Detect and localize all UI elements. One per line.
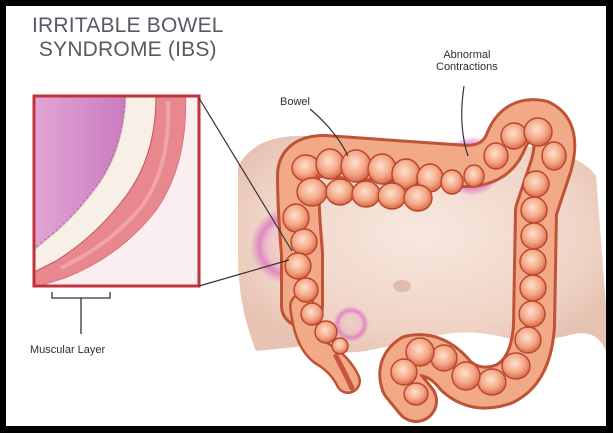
spasm-glow-sigmoid [333, 306, 369, 342]
diagram-canvas: IRRITABLE BOWEL SYNDROME (IBS) Bowel Abn… [6, 6, 606, 426]
diagram-title: IRRITABLE BOWEL SYNDROME (IBS) [32, 14, 224, 62]
ibs-illustration [6, 6, 606, 426]
title-line-2: SYNDROME (IBS) [32, 38, 224, 62]
bowel-label: Bowel [280, 96, 310, 108]
wall-inset [34, 96, 199, 288]
navel [393, 280, 411, 292]
abnormal-contractions-label: Abnormal Contractions [436, 49, 498, 73]
abnormal-label-line-2: Contractions [436, 61, 498, 73]
muscular-bracket [52, 292, 110, 334]
title-line-1: IRRITABLE BOWEL [32, 14, 224, 38]
muscular-layer-label: Muscular Layer [30, 344, 105, 356]
abnormal-label-line-1: Abnormal [436, 49, 498, 61]
